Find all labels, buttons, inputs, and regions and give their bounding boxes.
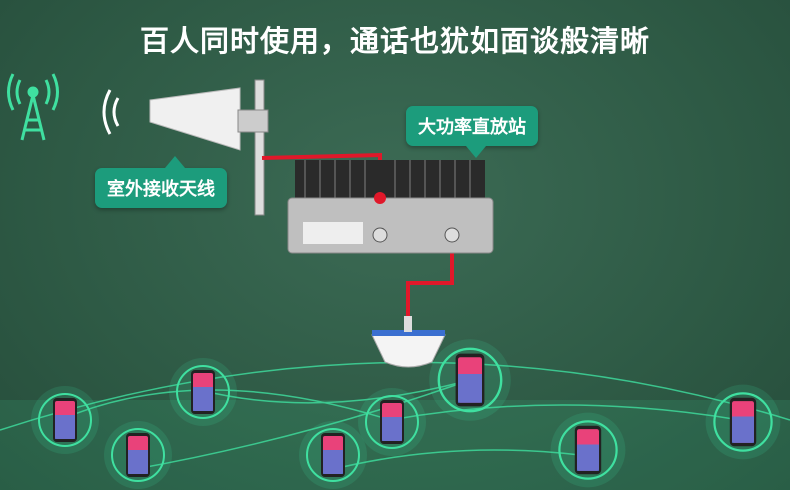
headline: 百人同时使用，通话也犹如面谈般清晰 [139,24,650,58]
ceiling-antenna-icon [371,316,446,368]
phone-icon [358,388,426,456]
repeater-icon [287,160,494,254]
phone-icon [299,421,367,489]
repeater-label: 大功率直放站 [406,106,538,158]
phone-icon [104,421,172,489]
outdoor-antenna-label: 室外接收天线 [95,156,227,208]
phones [31,339,781,489]
phone-icon [429,339,511,421]
phone-icon [31,386,99,454]
cell-tower-icon [7,73,59,141]
phone-icon [169,358,237,426]
outdoor-antenna-icon [102,79,269,216]
phone-icon [705,384,781,460]
phone-icon [550,412,626,488]
